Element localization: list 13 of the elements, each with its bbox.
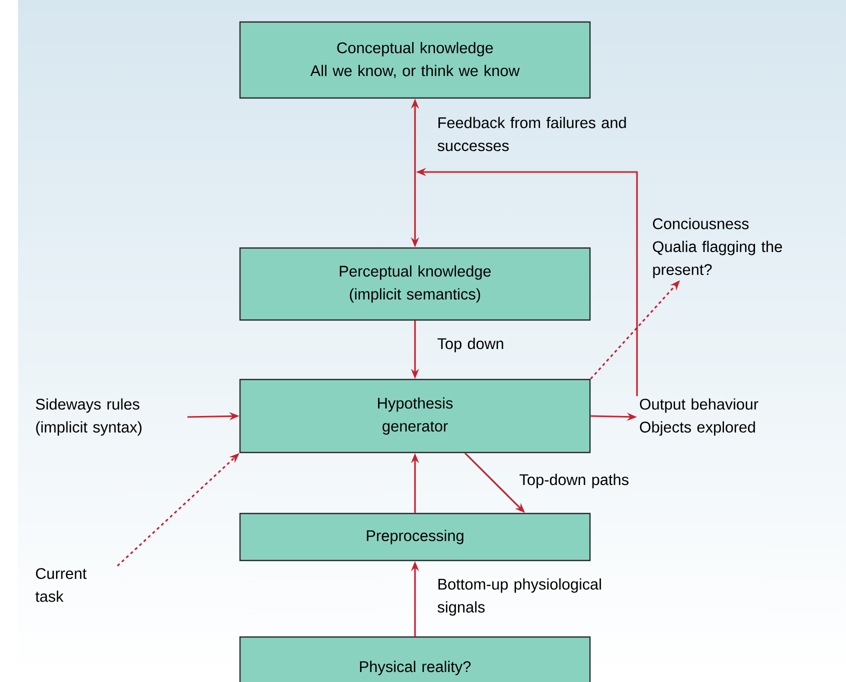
process-box: Hypothesis generator <box>239 378 591 454</box>
process-box: Conceptual knowledge All we know, or think we know <box>239 21 591 99</box>
process-box: Preprocessing <box>239 512 591 562</box>
edge-label: Top down <box>438 338 504 352</box>
edge-label: Bottom-up physiological signals <box>438 578 601 616</box>
process-box: Physical reality? <box>239 636 591 682</box>
process-box: Perceptual knowledge (implicit semantics) <box>239 247 591 321</box>
annotation-text: Output behaviour Objects explored <box>640 398 758 436</box>
edge-label: Top-down paths <box>520 474 628 488</box>
edge-label: Feedback from failures and successes <box>438 116 626 152</box>
annotation-text: Sideways rules (implicit syntax) <box>36 398 142 436</box>
annotation-text: Conciousness Qualia flagging the present? <box>652 218 782 278</box>
annotation-text: Current task <box>35 568 87 602</box>
